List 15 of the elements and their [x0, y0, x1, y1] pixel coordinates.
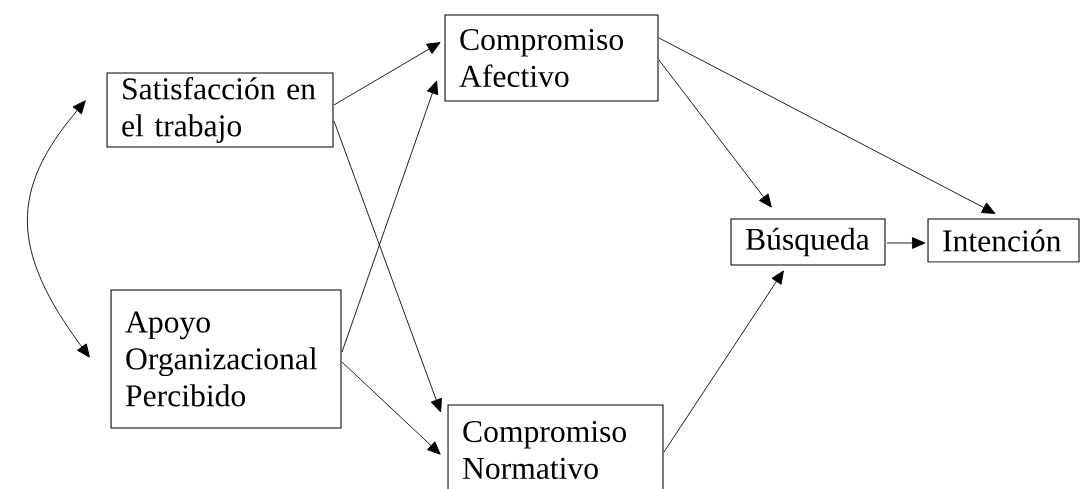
arrow — [333, 120, 442, 413]
arrow — [663, 270, 784, 453]
arrow — [341, 361, 441, 455]
concept-box: Satisfacción en el trabajo — [106, 72, 334, 148]
concept-box: Búsqueda — [730, 218, 886, 266]
concept-box: Compromiso Normativo — [447, 404, 664, 489]
arrow — [26, 100, 90, 358]
concept-box: Apoyo Organizacional Percibido — [110, 289, 342, 429]
concept-box: Compromiso Afectivo — [444, 14, 659, 102]
arrow — [658, 37, 996, 214]
arrow — [341, 80, 439, 353]
arrow — [333, 42, 441, 106]
arrow — [886, 237, 926, 249]
arrow — [658, 59, 772, 208]
concept-box: Intención — [927, 218, 1080, 263]
